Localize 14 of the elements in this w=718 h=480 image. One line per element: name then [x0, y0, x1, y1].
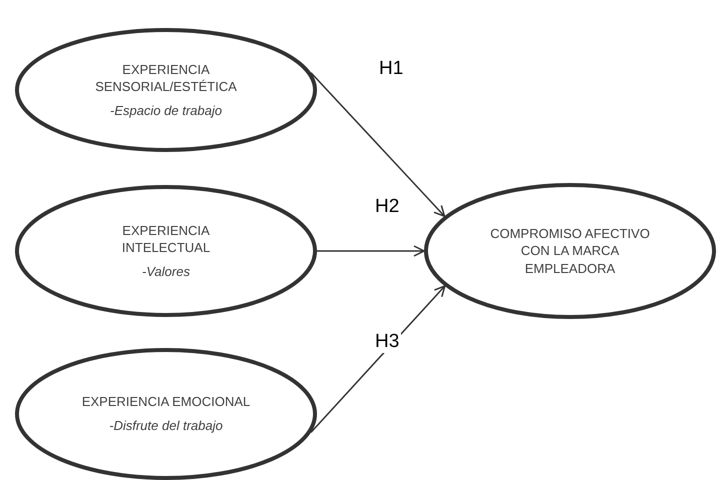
construct-ellipse	[15, 28, 317, 152]
indicator-text: -Valores	[141, 262, 191, 280]
arrow	[310, 72, 446, 217]
construct-name: COMPROMISO AFECTIVO CON LA MARCA EMPLEADORA	[489, 224, 651, 278]
construct-ellipse	[15, 348, 317, 480]
indicator-text: -Espacio de trabajo	[108, 102, 223, 120]
construct-name: EXPERIENCIA EMOCIONAL	[81, 393, 251, 411]
construct-name: EXPERIENCIA INTELECTUAL	[120, 222, 212, 257]
indicator-text: -Disfrute del trabajo	[108, 417, 224, 435]
arrow	[317, 245, 425, 257]
construct-ellipse	[15, 185, 317, 317]
construct-name: EXPERIENCIA SENSORIAL/ESTÉTICA	[94, 60, 238, 96]
construct-ellipse	[424, 183, 716, 319]
arrow	[310, 285, 446, 433]
